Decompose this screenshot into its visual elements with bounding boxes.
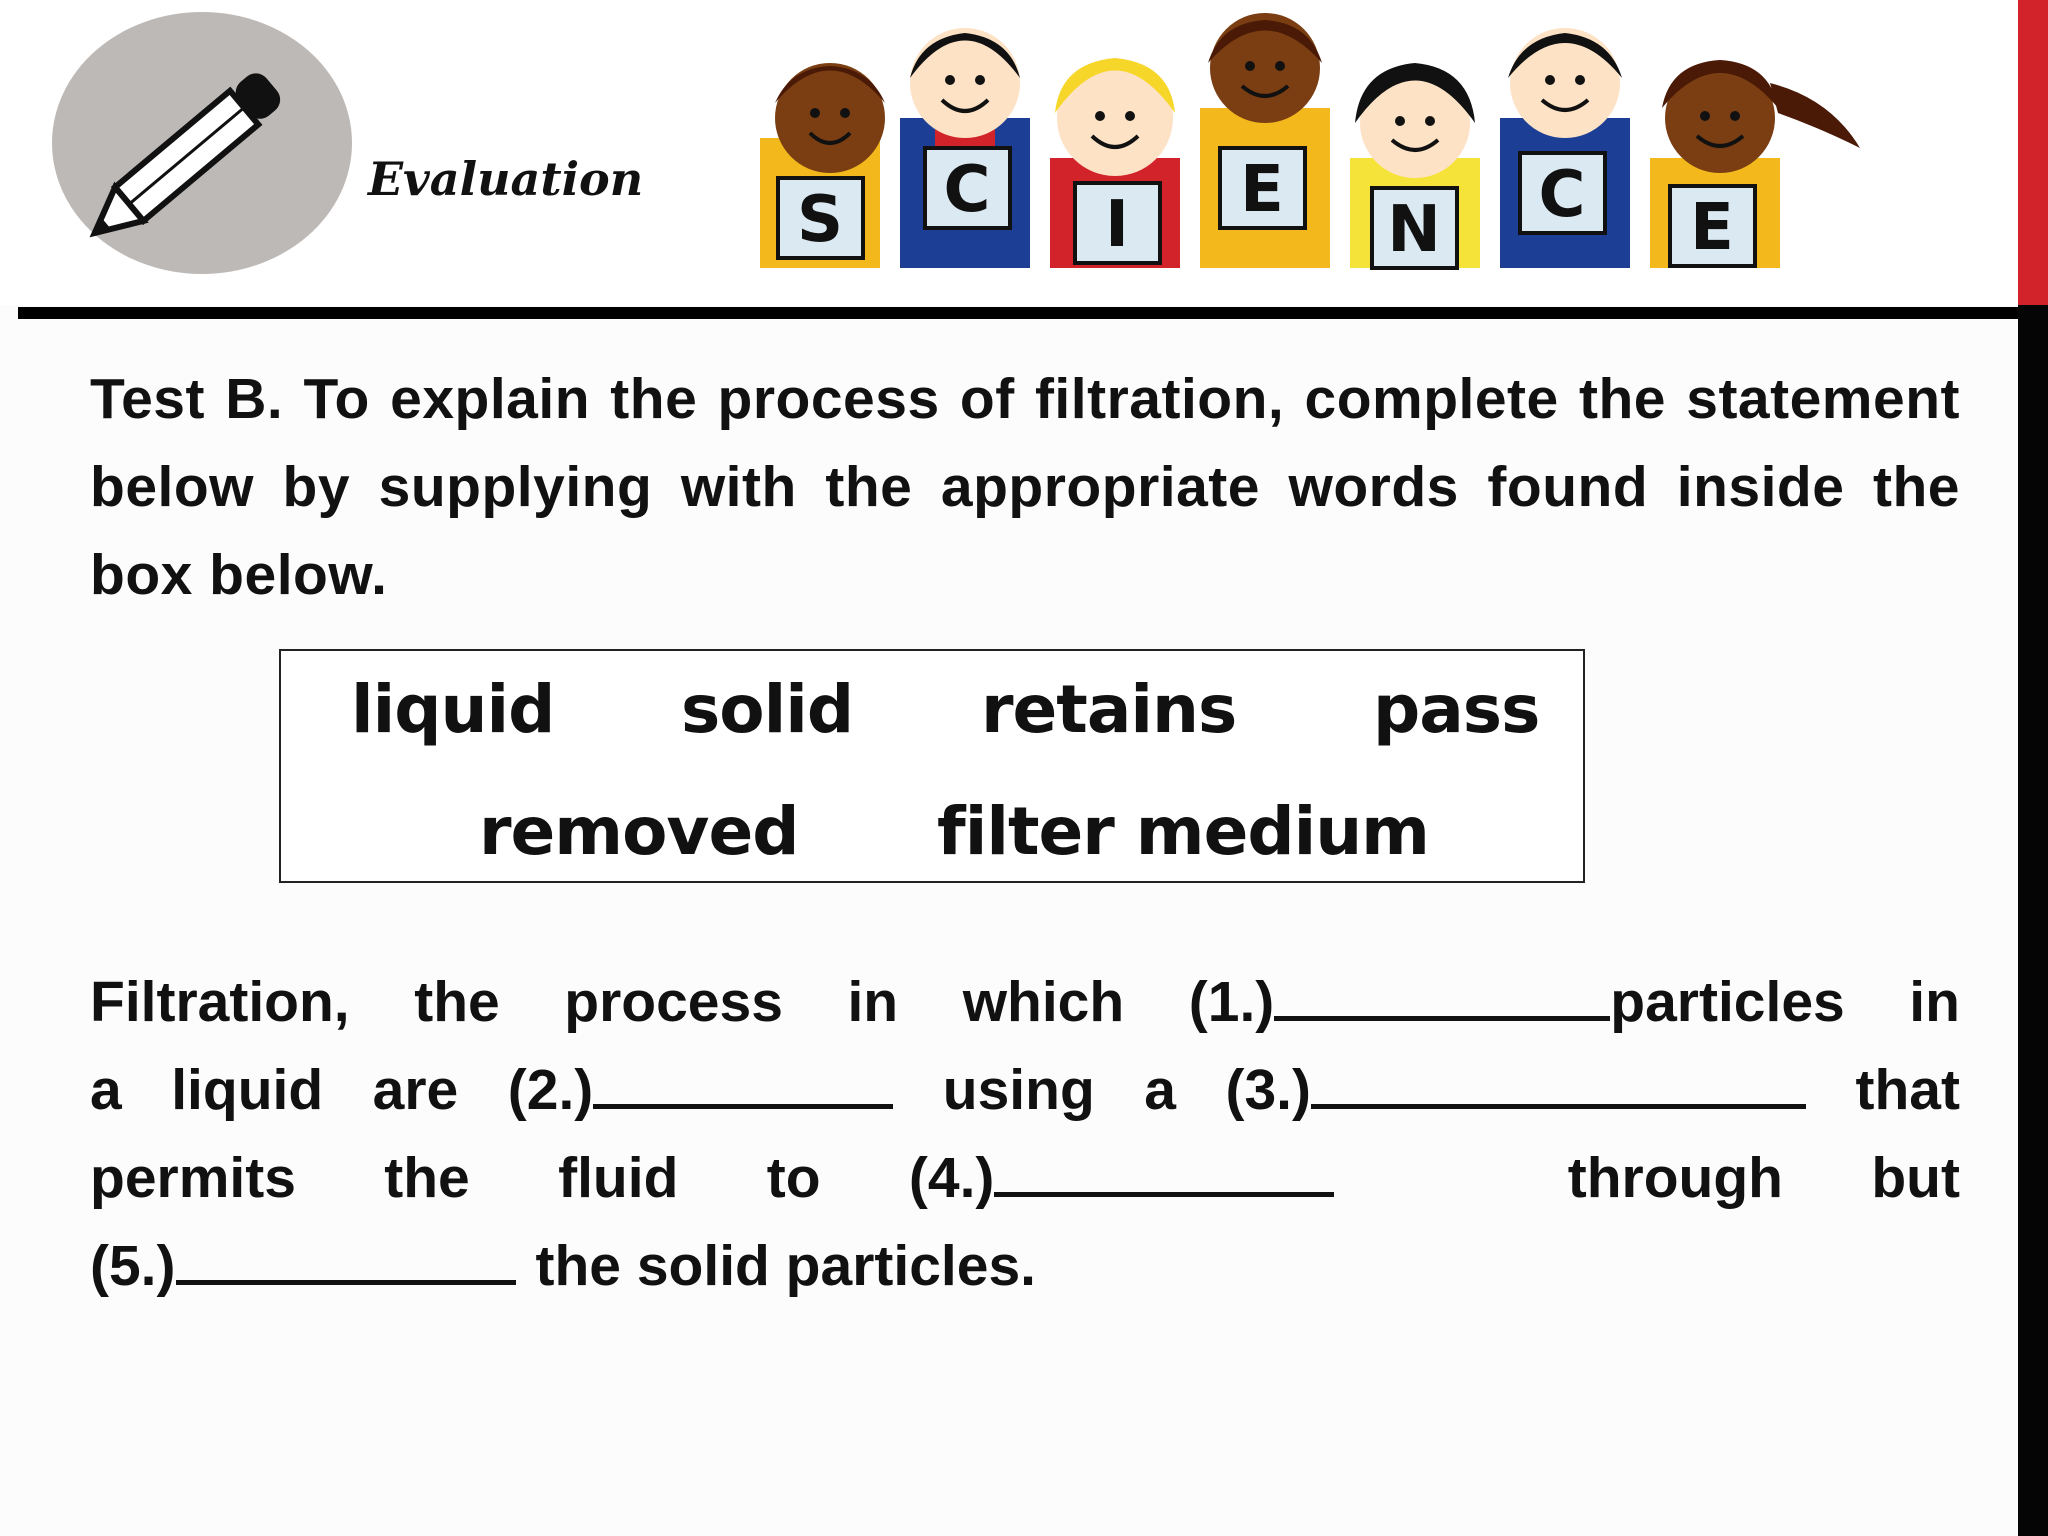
passage-word: liquid: [171, 1058, 324, 1122]
banner-letter: E: [1690, 191, 1734, 265]
passage: Filtration, the process in which (1.) par…: [90, 958, 1960, 1310]
answer-blank-1[interactable]: [1274, 958, 1611, 1021]
passage-word: a: [1144, 1058, 1176, 1122]
passage-line: a liquid are (2.) using a (3.) that: [90, 1046, 1960, 1134]
blank-number: (3.): [1225, 1058, 1311, 1122]
banner-letter: N: [1387, 193, 1441, 267]
passage-word: to: [766, 1146, 821, 1210]
passage-word: process: [564, 970, 783, 1034]
banner-letter: I: [1105, 188, 1129, 262]
banner-letter: S: [797, 183, 843, 257]
instructions: Test B. To explain the process of filtra…: [90, 367, 1960, 607]
blank-number: (4.): [908, 1146, 995, 1210]
passage-word: are: [372, 1058, 459, 1122]
passage-word: that: [1855, 1058, 1960, 1122]
word-option: retains: [981, 671, 1237, 748]
blank-1-group: (1.) particles: [1189, 958, 1845, 1046]
passage-word: Filtration,: [90, 970, 350, 1034]
passage-word: in: [847, 970, 899, 1034]
banner-letter: E: [1240, 153, 1284, 227]
word-option: pass: [1373, 671, 1540, 748]
passage-word: using: [942, 1058, 1095, 1122]
pencil-icon: [52, 12, 352, 274]
header: Evaluation: [0, 0, 2018, 305]
blank-number: (5.): [90, 1234, 176, 1298]
section-title: Evaluation: [368, 152, 644, 206]
word-box: liquid solid retains pass removed filter…: [279, 649, 1585, 883]
passage-word: fluid: [558, 1146, 679, 1210]
passage-word: permits: [90, 1146, 296, 1210]
passage-line: (5.) the solid particles.: [90, 1222, 1960, 1310]
word-option: filter medium: [937, 793, 1430, 870]
answer-blank-4[interactable]: [994, 1134, 1335, 1197]
passage-word: in: [1909, 970, 1960, 1034]
header-divider: [18, 307, 2018, 319]
banner-letter: C: [1539, 158, 1586, 232]
answer-blank-3[interactable]: [1310, 1046, 1806, 1109]
science-banner: S C I E N C E: [760, 13, 1860, 270]
blank-5-group: (5.): [90, 1222, 516, 1310]
passage-word: which: [962, 970, 1125, 1034]
word-option: liquid: [351, 671, 555, 748]
blank-number: (1.): [1188, 970, 1275, 1034]
passage-word: the solid particles.: [535, 1234, 1036, 1298]
passage-line: Filtration, the process in which (1.) par…: [90, 958, 1960, 1046]
passage-word: the: [414, 970, 500, 1034]
blank-number: (2.): [507, 1058, 594, 1122]
blank-4-group: (4.): [909, 1134, 1480, 1222]
passage-word: a: [90, 1058, 122, 1122]
passage-word: through: [1567, 1146, 1783, 1210]
word-option: solid: [681, 671, 854, 748]
passage-word: the: [384, 1146, 470, 1210]
accent-bar: [2018, 0, 2048, 305]
blank-2-group: (2.): [508, 1046, 894, 1134]
passage-line: permits the fluid to (4.) through but: [90, 1134, 1960, 1222]
blank-3-group: (3.): [1225, 1046, 1806, 1134]
banner-letter: C: [944, 153, 991, 227]
passage-word: but: [1871, 1146, 1960, 1210]
word-option: removed: [479, 793, 799, 870]
answer-blank-5[interactable]: [175, 1222, 516, 1285]
passage-word: particles: [1610, 970, 1845, 1034]
answer-blank-2[interactable]: [593, 1046, 894, 1109]
